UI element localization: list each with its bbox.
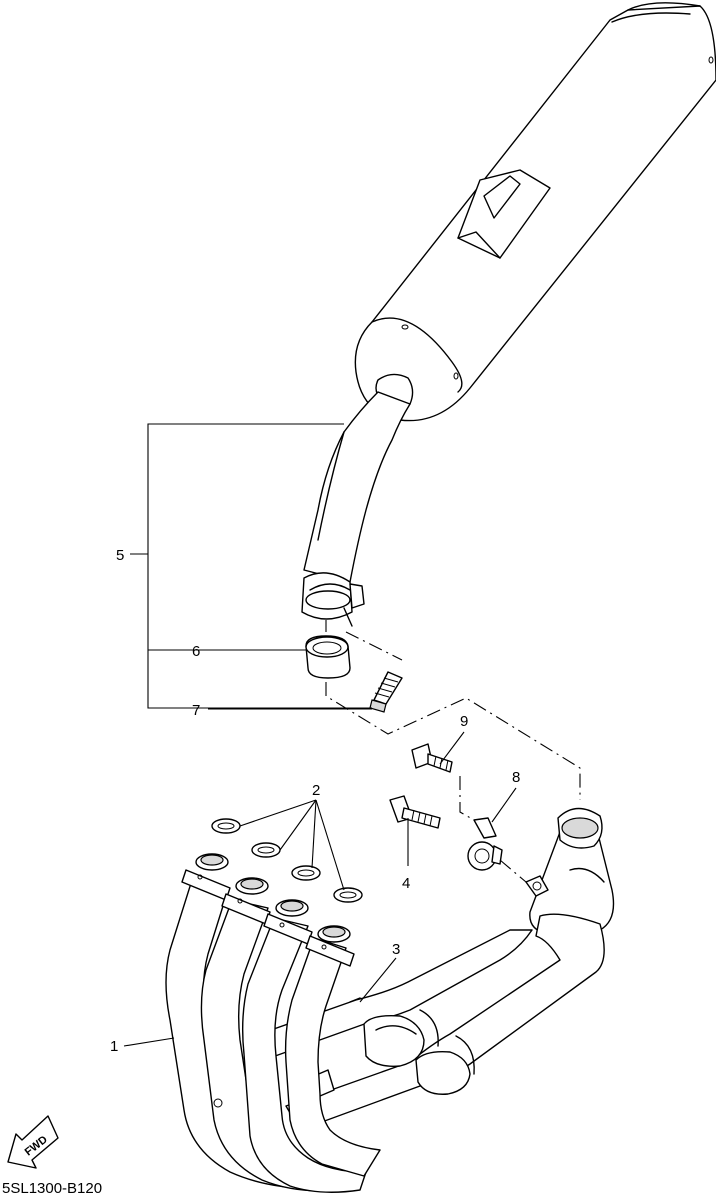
bolt-4	[389, 795, 441, 829]
callout-labels: 1 2 3 4 5 6 7 8 9	[110, 547, 520, 1055]
bracket-8	[467, 817, 503, 871]
callout-9: 9	[460, 713, 468, 730]
callout-6: 6	[192, 643, 200, 660]
gasket	[305, 635, 351, 679]
exhaust-gaskets	[211, 818, 363, 903]
clamp-bolt	[369, 671, 403, 713]
callout-1: 1	[110, 1038, 118, 1055]
forward-arrow: FWD	[7, 1115, 59, 1169]
diagram-code: 5SL1300-B120	[2, 1180, 102, 1196]
callout-4: 4	[402, 875, 410, 892]
callout-2: 2	[312, 782, 320, 799]
callout-5: 5	[116, 547, 124, 564]
callout-7: 7	[192, 702, 200, 719]
link-pipe	[301, 391, 411, 627]
callout-8: 8	[512, 769, 520, 786]
exhaust-header-pipes	[165, 807, 615, 1193]
leader-lines	[123, 423, 581, 1047]
callout-3: 3	[392, 941, 400, 958]
bolt-9	[411, 743, 453, 773]
muffler	[354, 2, 716, 422]
